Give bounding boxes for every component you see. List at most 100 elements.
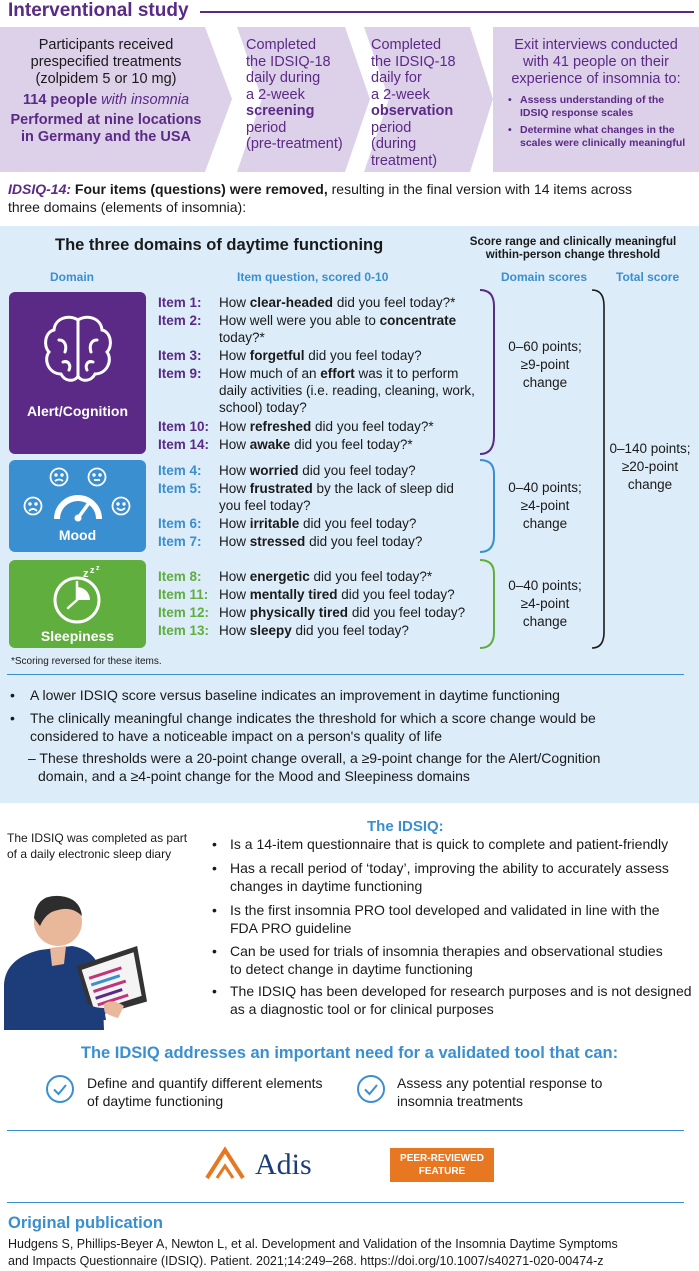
need-assess: Assess any potential response to insomni…: [397, 1075, 603, 1109]
process-step-1-shape: [0, 27, 232, 172]
item-keyword: frustrated: [249, 481, 313, 496]
total-score: 0–140 points; ≥20-point change: [609, 441, 691, 492]
domain-brackets: [479, 289, 605, 649]
domain-sleepiness: z z z Sleepiness: [9, 560, 146, 648]
step3-line: (during: [371, 136, 417, 152]
item-keyword: refreshed: [249, 419, 312, 434]
idsiq-title: The IDSIQ:: [367, 818, 444, 835]
summary-text: three domains (elements of insomnia):: [8, 199, 247, 215]
process-arrows: [0, 27, 699, 172]
step1-line: prespecified treatments: [30, 54, 182, 70]
domain-score-mood: 0–40 points; ≥4-point change: [508, 480, 582, 531]
process-step-4: Exit interviews conducted with 41 people…: [496, 37, 696, 88]
item-keyword: stressed: [249, 534, 306, 549]
item-keyword: mentally tired: [249, 587, 338, 602]
diary-note: The IDSIQ was completed as part of a dai…: [7, 831, 188, 861]
item-number: Item 1:: [158, 295, 202, 310]
step2-line: Completed: [246, 37, 317, 53]
item-keyword: concentrate: [379, 313, 457, 328]
svg-text:z: z: [96, 565, 100, 572]
locations-line: in Germany and the USA: [20, 129, 191, 145]
check-circle-icon: [357, 1075, 385, 1103]
domains-title: The three domains of daytime functioning: [55, 236, 384, 254]
section-title: Interventional study: [8, 0, 189, 21]
item-keyword: clear-headed: [249, 295, 334, 310]
step2-keyword: screening: [246, 103, 315, 119]
adis-logo-icon: [205, 1146, 245, 1180]
item-number: Item 9:: [158, 366, 202, 381]
item-number: Item 10:: [158, 419, 210, 434]
items-removed-text: Four items (questions) were removed,: [74, 181, 328, 197]
need-quantify: Define and quantify different elements o…: [87, 1075, 323, 1109]
column-header-domain: Domain: [50, 270, 95, 284]
item-number: Item 13:: [158, 623, 210, 638]
domain-mood: Mood: [9, 460, 146, 552]
sleepy-clock-icon: z z z: [53, 565, 101, 624]
score-range-title: Score range and clinically meaningful wi…: [450, 236, 696, 262]
person-tablet-illustration: [4, 895, 148, 1030]
process-step-4-shape: [493, 27, 699, 172]
bullet-lower-score: •A lower IDSIQ score versus baseline ind…: [10, 687, 560, 703]
item-number: Item 2:: [158, 313, 202, 328]
step3-line: a 2-week: [371, 86, 430, 103]
item-keyword: irritable: [249, 516, 300, 531]
thresholds-note: – These thresholds were a 20-point chang…: [28, 750, 601, 784]
item-keyword: awake: [249, 437, 291, 452]
adis-logo: Adis: [255, 1148, 312, 1181]
domain-label: Mood: [58, 527, 97, 543]
step4-line: with 41 people on their: [523, 54, 669, 70]
item-number: Item 11:: [158, 587, 209, 602]
idsiq-point: •Is the first insomnia PRO tool develope…: [212, 902, 660, 936]
idsiq14-summary: IDSIQ-14: Four items (questions) were re…: [8, 180, 688, 216]
divider: [7, 1202, 684, 1203]
domain-label: Alert/Cognition: [26, 403, 129, 419]
item-keyword: sleepy: [249, 623, 292, 638]
idsiq-point: •Is a 14-item questionnaire that is quic…: [212, 836, 669, 852]
locations-line: Performed at nine locations: [10, 112, 202, 128]
mood-faces-icon: [23, 467, 131, 522]
step4-line: Exit interviews conducted: [514, 37, 678, 53]
step1-line: (zolpidem 5 or 10 mg): [35, 71, 177, 87]
participant-condition: with insomnia: [101, 92, 190, 108]
peer-reviewed-badge: PEER-REVIEWED FEATURE: [390, 1148, 494, 1182]
domain-label: Sleepiness: [40, 628, 115, 644]
item-keyword: energetic: [249, 569, 310, 584]
process-step-1: Participants received prespecified treat…: [0, 37, 212, 146]
item-number: Item 8:: [158, 569, 202, 584]
item-keyword: physically tired: [249, 605, 349, 620]
item-keyword: forgetful: [249, 348, 305, 363]
svg-text:z: z: [83, 568, 89, 580]
item-number: Item 14:: [158, 437, 210, 452]
item-number: Item 3:: [158, 348, 202, 363]
aim-text: IDSIQ response scales: [520, 107, 634, 119]
participant-count: 114 people: [22, 92, 98, 108]
step2-line: a 2-week: [246, 86, 305, 103]
step2-line: (pre-treatment): [246, 136, 343, 152]
svg-text:z: z: [90, 565, 95, 575]
process-step-2: Completed the IDSIQ-18 daily during a 2-…: [246, 37, 343, 153]
column-header-item: Item question, scored 0-10: [237, 270, 389, 284]
check-circle-icon: [46, 1075, 74, 1103]
citation: Hudgens S, Phillips-Beyer A, Newton L, e…: [8, 1237, 618, 1268]
step1-line: Participants received: [38, 37, 174, 53]
domain-score-sleepiness: 0–40 points; ≥4-point change: [508, 578, 582, 629]
aim-text: scales were clinically meaningful: [520, 137, 686, 149]
brain-icon: [44, 315, 112, 382]
idsiq-point: •Can be used for trials of insomnia ther…: [212, 943, 663, 977]
item-number: Item 5:: [158, 481, 202, 496]
summary-text: resulting in the final version with 14 i…: [327, 181, 632, 197]
step3-line: period: [371, 119, 412, 136]
idsiq-point: •The IDSIQ has been developed for resear…: [212, 983, 692, 1017]
domain-score-alert: 0–60 points; ≥9-point change: [508, 339, 582, 390]
item-number: Item 12:: [158, 605, 210, 620]
item-number: Item 6:: [158, 516, 202, 531]
score-title-line: Score range and clinically meaningful: [469, 236, 677, 248]
score-title-line: within-person change threshold: [485, 249, 661, 261]
step3-line: treatment): [371, 152, 438, 169]
divider: [7, 1130, 684, 1131]
step3-line: daily for: [371, 70, 422, 86]
item-number: Item 4:: [158, 463, 202, 478]
domain-alert-cognition: Alert/Cognition: [9, 292, 146, 454]
title-divider: [200, 11, 694, 13]
